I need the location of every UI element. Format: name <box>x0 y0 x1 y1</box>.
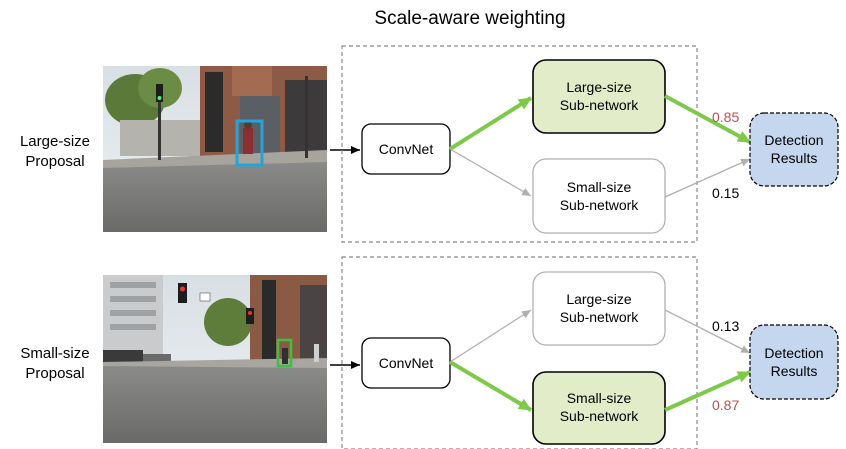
street-scene-small-image <box>103 275 327 443</box>
small-subnetwork-line2: Sub-network <box>560 197 640 213</box>
convnet-label: ConvNet <box>379 141 434 157</box>
detection-results-box <box>749 324 839 400</box>
detection-results-line2: Results <box>771 150 818 166</box>
arrow-convnet-to-small <box>449 148 532 197</box>
network-panel <box>341 45 698 243</box>
arrow-large-to-results <box>664 94 751 144</box>
small-subnetwork-line2: Sub-network <box>560 408 640 424</box>
small-subnetwork-line1: Small-size <box>567 390 632 406</box>
street-scene-large-image <box>103 66 327 232</box>
proposal-label-line2: Proposal <box>25 153 84 170</box>
detection-results-box <box>749 112 839 187</box>
large-subnetwork-line1: Large-size <box>566 291 632 307</box>
row-large-proposal: Large-size Proposal <box>20 45 839 243</box>
detection-results-line1: Detection <box>764 132 823 148</box>
weight-large: 0.85 <box>712 109 739 125</box>
arrow-convnet-to-large <box>449 309 532 363</box>
large-subnetwork-line1: Large-size <box>566 79 632 95</box>
large-subnetwork-box <box>532 271 666 346</box>
arrow-large-to-results <box>664 309 751 354</box>
large-subnetwork-line2: Sub-network <box>560 97 640 113</box>
weight-large: 0.13 <box>712 318 739 334</box>
detection-results-line1: Detection <box>764 345 823 361</box>
weight-small: 0.15 <box>712 185 739 201</box>
proposal-label-line1: Large-size <box>20 133 90 150</box>
proposal-label-line2: Proposal <box>25 365 84 382</box>
weight-small: 0.87 <box>712 397 739 413</box>
small-subnetwork-line1: Small-size <box>567 179 632 195</box>
detection-results-line2: Results <box>771 363 818 379</box>
arrow-small-to-results <box>664 158 751 198</box>
arrow-convnet-to-small <box>448 360 533 412</box>
large-pedestrian-bbox <box>235 119 264 167</box>
proposal-label-line1: Small-size <box>20 345 89 362</box>
large-subnetwork-line2: Sub-network <box>560 309 640 325</box>
small-pedestrian-bbox <box>276 338 293 368</box>
arrow-convnet-to-large <box>448 96 533 151</box>
arrow-small-to-results <box>664 370 751 412</box>
small-subnetwork-box <box>532 158 666 234</box>
convnet-label: ConvNet <box>379 355 434 371</box>
row-small-proposal: Small-size Proposal <box>20 256 839 449</box>
diagram-title: Scale-aware weighting <box>374 8 565 29</box>
network-panel <box>341 256 698 449</box>
